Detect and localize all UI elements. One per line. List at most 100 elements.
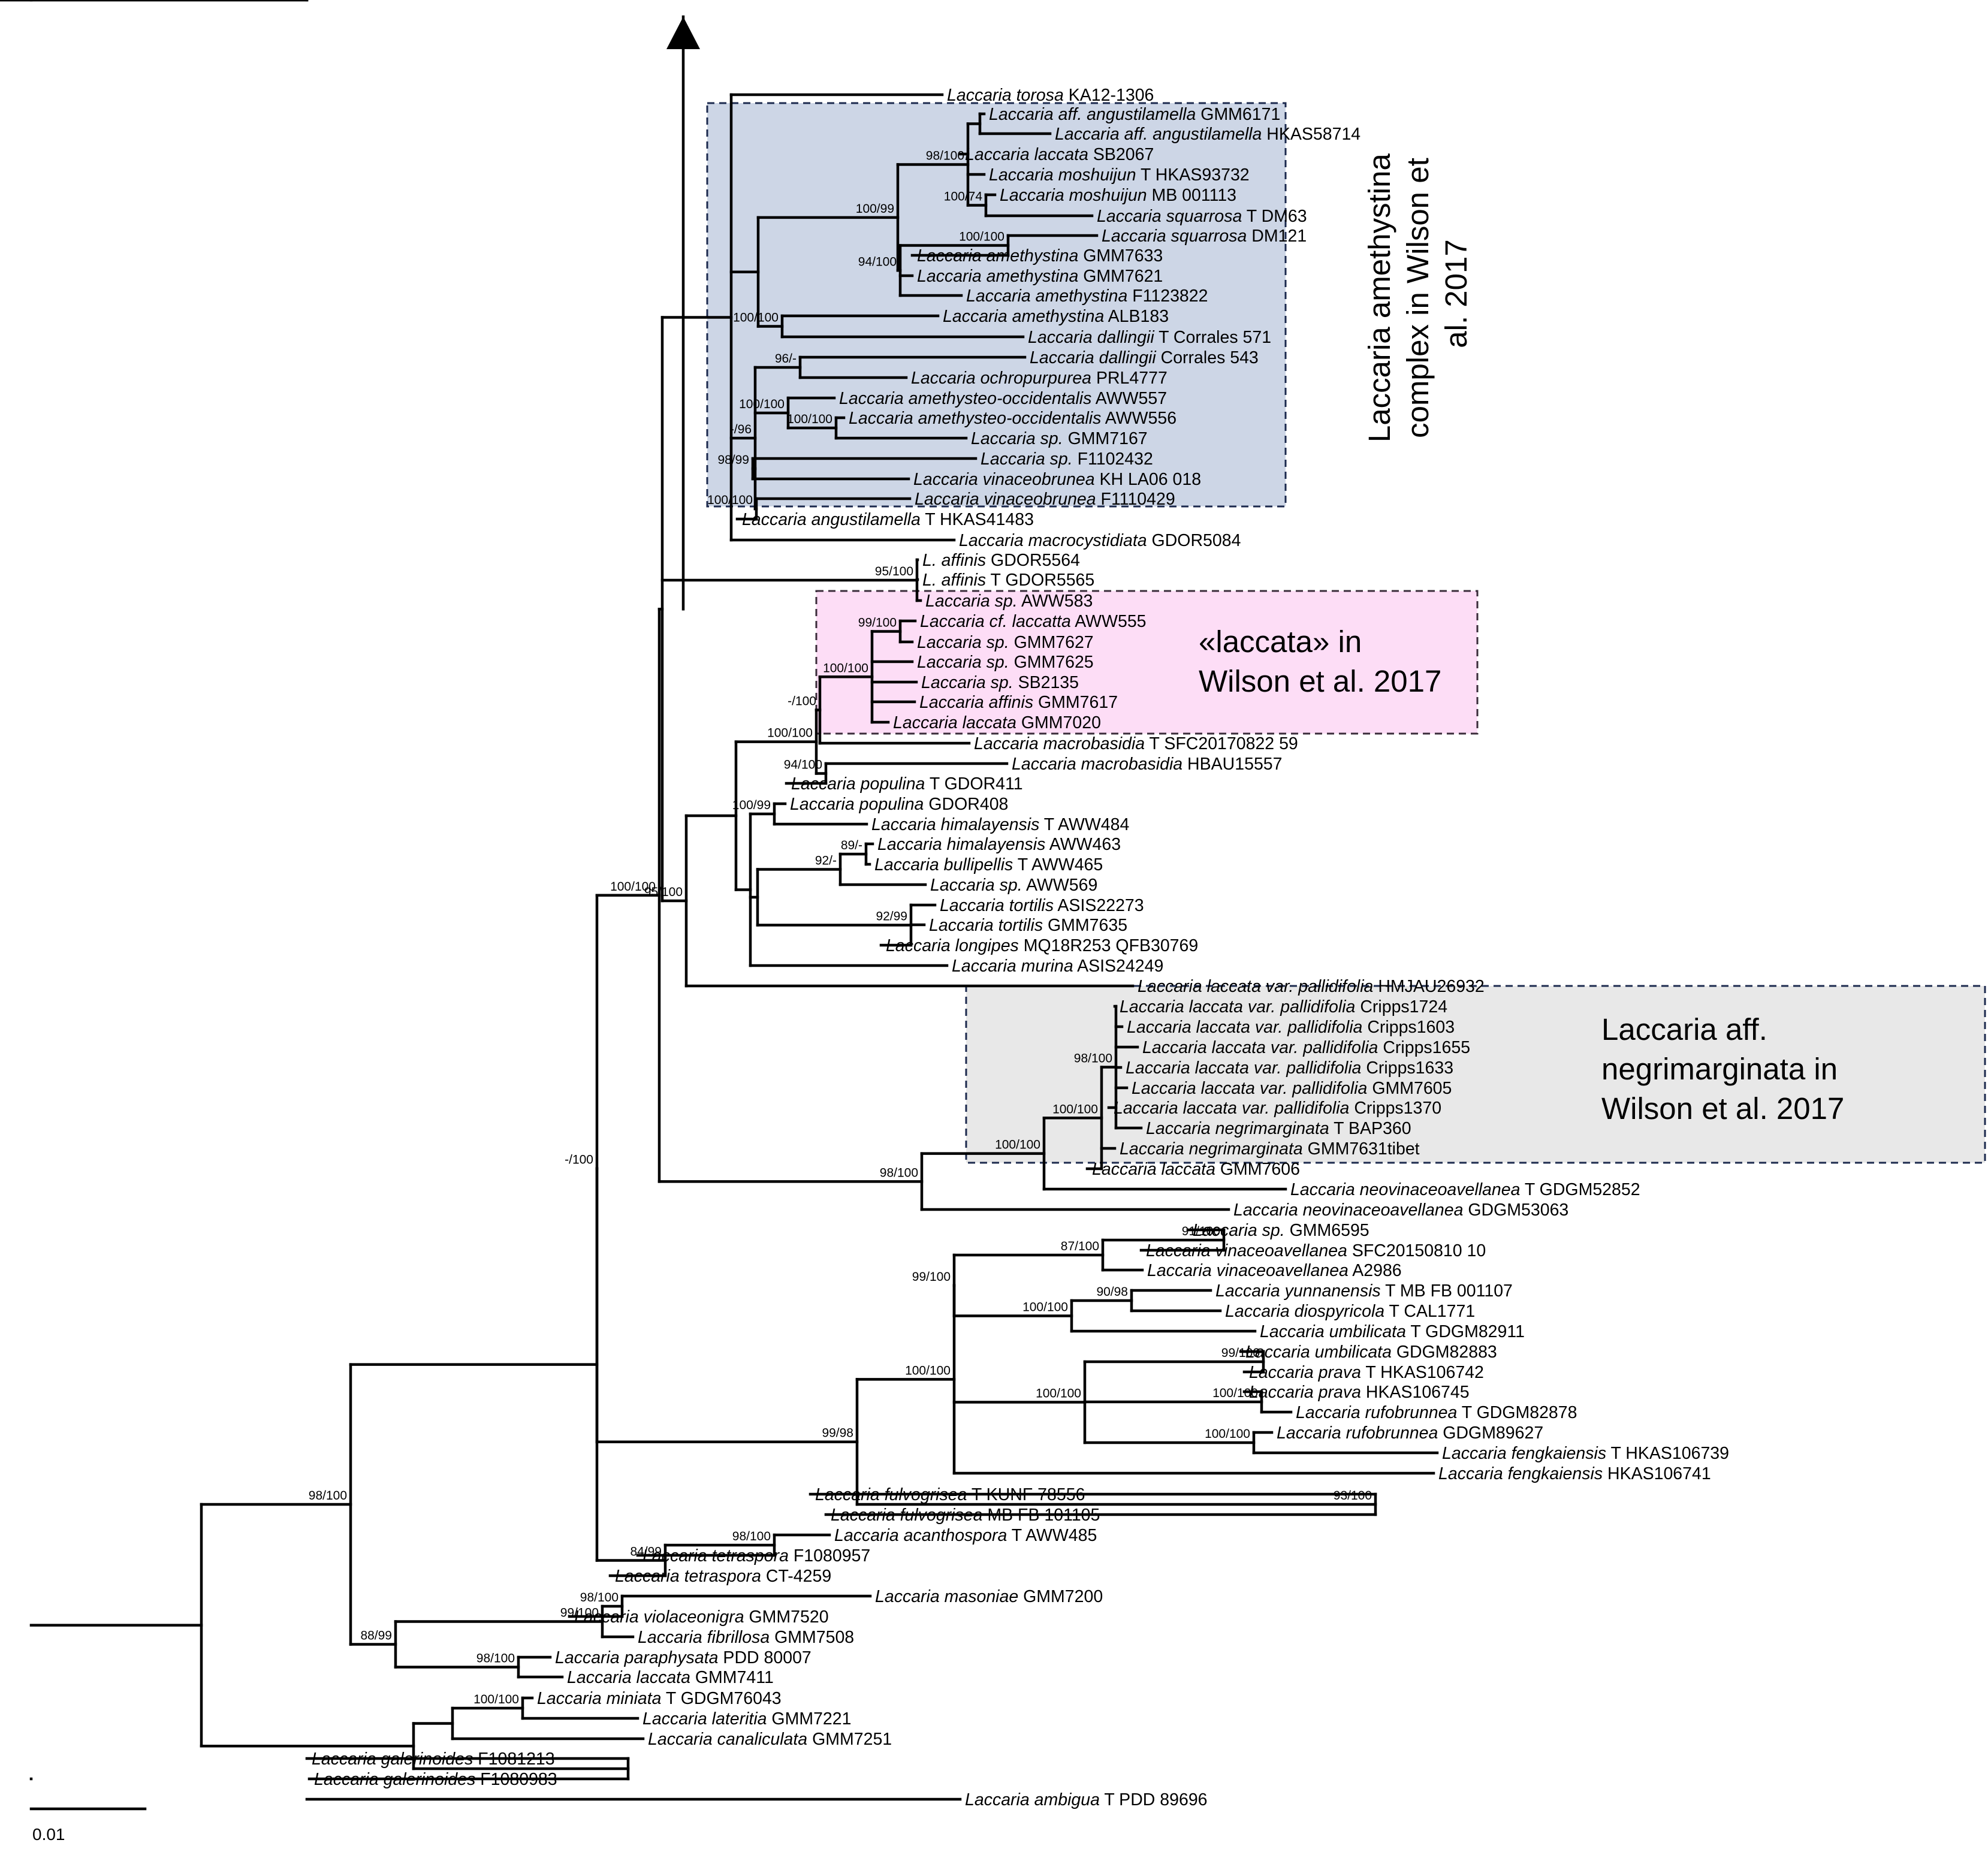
tip-voucher: GMM7520: [744, 1607, 829, 1627]
tip-voucher: GMM7621: [1078, 267, 1163, 286]
support-value: 89/-: [841, 838, 862, 852]
tip-label: Laccaria affinis GMM7617: [919, 693, 1118, 712]
tip-label: Laccaria neovinaceoavellanea GDGM53063: [1233, 1201, 1568, 1220]
tip-label: Laccaria squarrosa DM121: [1102, 227, 1307, 246]
tip-voucher: F1110429: [1096, 490, 1175, 509]
support-value: 95/100: [644, 885, 683, 899]
support-value: 95/100: [875, 565, 913, 578]
tip-taxon: Laccaria diospyricola: [1225, 1302, 1384, 1321]
support-value: 100/100: [823, 661, 868, 675]
support-value: 98/100: [580, 1591, 619, 1604]
tip-voucher: GMM6171: [1196, 105, 1280, 124]
tip-label: Laccaria sp. AWW583: [925, 592, 1093, 611]
tip-voucher: AWW556: [1101, 409, 1176, 428]
tip-taxon: Laccaria sp.: [925, 592, 1018, 611]
tip-taxon: Laccaria populina: [791, 774, 925, 794]
support-value: 91/100: [1182, 1224, 1220, 1238]
tip-label: Laccaria laccata SB2067: [965, 145, 1154, 164]
tip-voucher: Cripps1655: [1378, 1038, 1470, 1057]
tip-taxon: Laccaria masoniae: [875, 1587, 1018, 1606]
tip-taxon: Laccaria tortilis: [929, 916, 1043, 935]
support-value: 99/100: [858, 616, 897, 630]
laccata-title-line-1: «laccata» in: [1199, 625, 1362, 659]
tip-taxon: Laccaria amethystina: [966, 286, 1127, 306]
tip-label: Laccaria fengkaiensis HKAS106741: [1438, 1464, 1711, 1483]
support-value: 100/100: [767, 726, 813, 740]
tip-label: Laccaria vinaceoavellanea SFC20150810 10: [1146, 1241, 1486, 1260]
tip-taxon: Laccaria cf. laccatta: [920, 612, 1071, 631]
support-value: 96/-: [775, 352, 797, 366]
tip-label: Laccaria aff. angustilamella HKAS58714: [1055, 125, 1360, 144]
tip-voucher: Cripps1633: [1361, 1058, 1453, 1078]
tip-voucher: Corrales 543: [1156, 348, 1259, 367]
support-value: 100/100: [959, 230, 1004, 244]
support-value: 100/100: [1036, 1387, 1081, 1401]
tip-label: Laccaria sp. GMM7625: [917, 653, 1094, 672]
support-value: 100/100: [905, 1364, 951, 1377]
tip-voucher: GDOR5084: [1147, 531, 1241, 550]
support-value: 94/100: [784, 758, 822, 772]
tip-label: Laccaria moshuijun MB 001113: [1000, 186, 1236, 205]
tip-taxon: Laccaria vinaceoavellanea: [1147, 1261, 1349, 1280]
tip-label: Laccaria vinaceobrunea F1110429: [915, 490, 1175, 509]
tip-voucher: T DM63: [1242, 207, 1307, 226]
negrimarginata-title-line-3: Wilson et al. 2017: [1601, 1091, 1844, 1126]
tip-label: L. affinis GDOR5564: [922, 551, 1080, 570]
tip-label: Laccaria sp. GMM7167: [971, 429, 1148, 448]
tip-taxon: Laccaria tetraspora: [615, 1567, 761, 1586]
tip-taxon: Laccaria dallingii: [1028, 328, 1154, 347]
tip-label: Laccaria amethystina GMM7621: [917, 267, 1163, 286]
tip-voucher: GMM7221: [767, 1709, 852, 1729]
tip-label: Laccaria negrimarginata GMM7631tibet: [1120, 1139, 1420, 1159]
tip-label: Laccaria tortilis GMM7635: [929, 916, 1127, 935]
tip-voucher: GMM7167: [1063, 429, 1148, 448]
tip-label: Laccaria laccata var. pallidifolia Cripp…: [1114, 1099, 1441, 1118]
tip-label: Laccaria fibrillosa GMM7508: [638, 1628, 854, 1647]
tip-label: Laccaria laccata var. pallidifolia GMM76…: [1132, 1079, 1452, 1098]
support-value: 94/100: [858, 255, 897, 269]
tip-voucher: GMM7020: [1016, 713, 1101, 732]
tip-voucher: A2986: [1349, 1261, 1402, 1280]
negrimarginata-title: Laccaria aff. negrimarginata in Wilson e…: [1601, 1012, 1846, 1126]
tip-voucher: T CAL1771: [1384, 1302, 1475, 1321]
tip-taxon: Laccaria moshuijun: [989, 165, 1136, 185]
tip-voucher: F1081213: [473, 1750, 554, 1769]
tip-voucher: T GDGM52852: [1520, 1180, 1640, 1199]
tip-taxon: Laccaria neovinaceoavellanea: [1290, 1180, 1520, 1199]
tip-label: Laccaria aff. angustilamella GMM6171: [989, 105, 1280, 124]
tip-taxon: Laccaria macrocystidiata: [959, 531, 1147, 550]
tip-taxon: Laccaria lateritia: [642, 1709, 767, 1729]
tip-voucher: GMM7625: [1009, 653, 1094, 672]
tip-voucher: T HKAS106742: [1361, 1363, 1484, 1382]
tip-label: Laccaria populina GDOR408: [790, 795, 1008, 814]
support-value: 99/100: [560, 1606, 599, 1620]
tip-taxon: Laccaria prava: [1249, 1383, 1361, 1402]
tip-voucher: HKAS58714: [1262, 125, 1360, 144]
tip-voucher: GMM7635: [1043, 916, 1127, 935]
support-value: 100/100: [1022, 1301, 1068, 1314]
tip-label: Laccaria violaceonigra GMM7520: [574, 1607, 829, 1627]
tip-label: Laccaria sp. AWW569: [930, 876, 1097, 895]
tree-branches: [0, 0, 1439, 1801]
tip-taxon: Laccaria laccata var. pallidifolia: [1114, 1099, 1349, 1118]
tip-voucher: T HKAS93732: [1136, 165, 1250, 185]
support-value: 100/74: [944, 190, 983, 204]
tip-label: Laccaria moshuijun T HKAS93732: [989, 165, 1250, 185]
tip-label: Laccaria angustilamella T HKAS41483: [742, 510, 1034, 529]
tip-label: Laccaria vinaceoavellanea A2986: [1147, 1261, 1402, 1280]
tip-taxon: Laccaria populina: [790, 795, 924, 814]
tip-label: Laccaria laccata GMM7411: [567, 1668, 774, 1687]
tip-taxon: Laccaria sp.: [981, 450, 1073, 469]
amethystina-complex-title: Laccaria amethystina complex in Wilson e…: [1362, 145, 1473, 442]
support-value: 100/100: [610, 880, 656, 894]
tip-taxon: Laccaria murina: [952, 957, 1073, 976]
tip-taxon: Laccaria galerinoides: [312, 1750, 473, 1769]
tip-label: Laccaria sp. F1102432: [981, 450, 1153, 469]
support-value: 98/100: [1074, 1052, 1112, 1066]
tip-taxon: Laccaria sp.: [930, 876, 1022, 895]
tip-taxon: Laccaria macrobasidia: [974, 734, 1145, 753]
support-value: 100/100: [707, 493, 753, 507]
tip-voucher: GMM7606: [1215, 1160, 1300, 1179]
tip-taxon: Laccaria amethysteo-occidentalis: [849, 409, 1101, 428]
